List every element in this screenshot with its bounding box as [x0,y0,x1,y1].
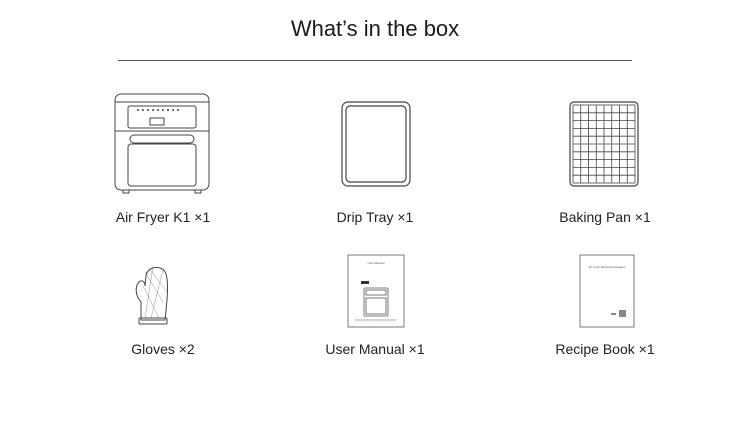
recipe-book-cover-text: Air Fryer Exclusive Recipes [589,265,626,269]
item-label-air-fryer: Air Fryer K1 ×1 [115,209,211,225]
item-label-baking-pan: Baking Pan ×1 [559,209,651,225]
title-divider [118,60,632,61]
recipe-book-icon: Air Fryer Exclusive Recipes [579,254,635,328]
item-label-drip-tray: Drip Tray ×1 [336,209,414,225]
page-title: What’s in the box [290,16,460,41]
glove-icon [135,265,169,325]
item-label-recipe-book: Recipe Book ×1 [555,341,655,357]
drip-tray-icon [341,101,411,187]
air-fryer-icon [114,93,210,194]
user-manual-icon: User Manual [347,254,405,328]
item-label-user-manual: User Manual ×1 [325,341,425,357]
user-manual-cover-text: User Manual [367,261,384,265]
baking-pan-icon [569,101,639,187]
item-label-gloves: Gloves ×2 [131,341,195,357]
